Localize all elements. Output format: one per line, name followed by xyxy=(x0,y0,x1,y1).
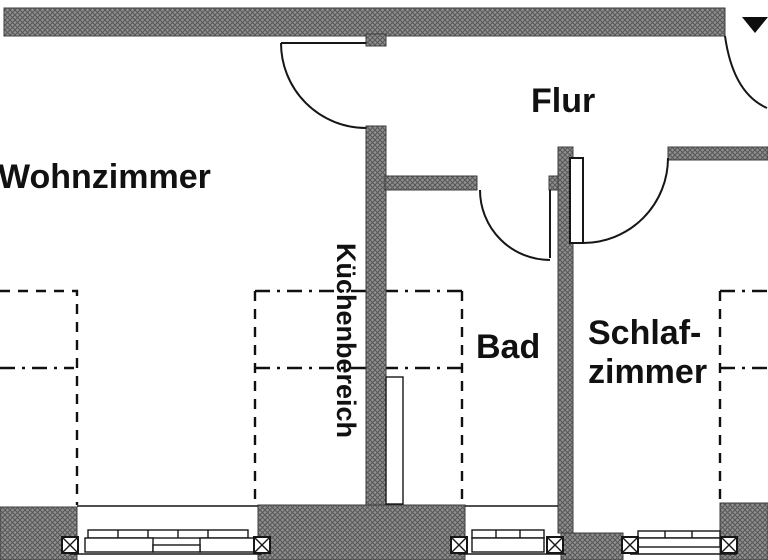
wall-bottom-middle-block xyxy=(257,504,466,560)
label-flur: Flur xyxy=(531,82,595,120)
door-schlafzimmer-leaf xyxy=(569,157,584,244)
window-post-icon xyxy=(253,536,271,554)
door-bad xyxy=(479,189,551,261)
entrance-door-arc xyxy=(724,35,768,109)
label-schlafzimmer-line1: Schlaf- xyxy=(588,314,701,352)
label-schlafzimmer-line2: zimmer xyxy=(588,353,707,391)
window-schlafzimmer-sill xyxy=(637,537,721,548)
window-post-icon xyxy=(546,536,564,554)
label-kuechenbereich: Küchenbereich xyxy=(331,243,361,438)
dashed-outline-left xyxy=(0,289,79,505)
window-wohnzimmer-sill-right xyxy=(199,537,256,553)
window-wohnzimmer-rail-ticks xyxy=(117,530,209,538)
walls xyxy=(0,7,768,560)
window-wohnzimmer-sill-left xyxy=(84,537,154,553)
wall-top xyxy=(3,7,726,37)
wall-doorjamb-top xyxy=(365,33,387,47)
dashed-rect-left xyxy=(0,289,79,505)
door-schlafzimmer xyxy=(569,157,669,244)
door-wohnzimmer xyxy=(280,42,367,129)
dashed-outline-middle xyxy=(253,289,464,503)
room-labels: Wohnzimmer Flur Küchenbereich Bad Schlaf… xyxy=(0,82,707,438)
wall-kitchen-vertical xyxy=(365,125,387,508)
wall-flur-bad xyxy=(384,175,478,191)
door-wohnzimmer-arc xyxy=(280,42,367,129)
window-wohnzimmer xyxy=(70,505,262,555)
bad-fixture-outline xyxy=(385,376,404,505)
door-bad-arc xyxy=(479,189,551,261)
window-bad-rail-ticks xyxy=(495,530,521,538)
door-schlafzimmer-arc xyxy=(582,157,669,244)
window-bad-sill xyxy=(471,537,545,553)
window-bad xyxy=(458,505,566,555)
label-bad: Bad xyxy=(476,328,540,366)
window-schlafzimmer-rail xyxy=(637,530,721,539)
window-post-icon xyxy=(621,536,639,554)
label-wohnzimmer: Wohnzimmer xyxy=(0,158,211,196)
dashed-outline-right xyxy=(718,289,768,503)
window-wohnzimmer-threshold xyxy=(152,544,201,553)
window-bad-rail xyxy=(471,529,545,539)
entrance xyxy=(724,17,768,109)
window-posts xyxy=(61,536,738,554)
window-schlafzimmer-rail-ticks xyxy=(664,531,693,538)
entrance-arrow-icon xyxy=(742,17,768,33)
window-post-icon xyxy=(720,536,738,554)
window-post-icon xyxy=(61,536,79,554)
window-post-icon xyxy=(450,536,468,554)
window-wohnzimmer-rail xyxy=(87,529,249,539)
wall-flur-schlafzimmer xyxy=(667,146,768,161)
wall-bottom-sill-block xyxy=(560,532,624,560)
